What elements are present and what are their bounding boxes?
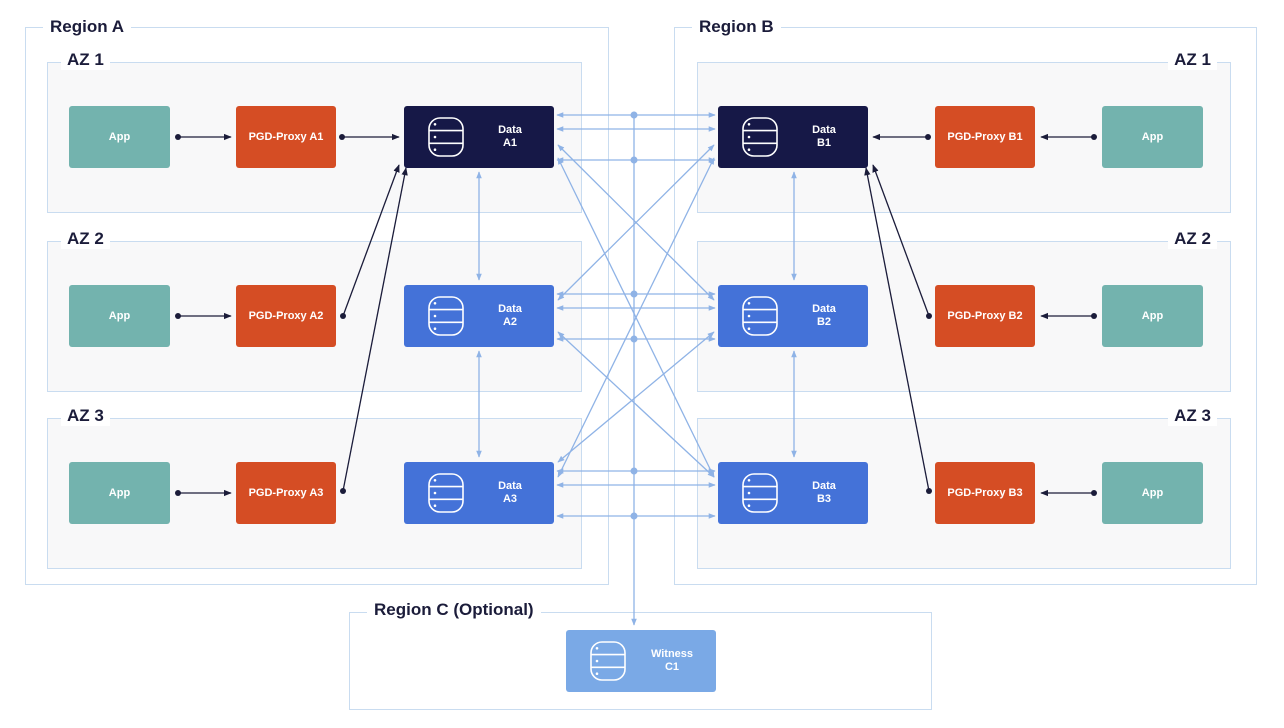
proxy-a2-box[interactable]: PGD-Proxy A2	[236, 285, 336, 347]
app-box[interactable]: App	[69, 462, 170, 524]
data-node-line2: A3	[502, 493, 518, 505]
data-node-line1: Data	[812, 303, 836, 315]
data-node-line1: Data	[812, 480, 836, 492]
proxy-a1-box[interactable]: PGD-Proxy A1	[236, 106, 336, 168]
data-node-line2: B2	[816, 316, 832, 328]
database-icon	[428, 117, 464, 157]
data-node-line2: B3	[816, 493, 832, 505]
junction-dot	[630, 335, 638, 343]
az-label: AZ 3	[1168, 406, 1217, 426]
region-a: Region A	[25, 17, 609, 585]
data-node-line2: A2	[502, 316, 518, 328]
app-box[interactable]: App	[1102, 285, 1203, 347]
witness-line1: Witness	[650, 648, 694, 660]
region-c-label: Region C (Optional)	[367, 600, 541, 620]
region-b: Region B	[674, 17, 1257, 585]
database-icon	[428, 296, 464, 336]
app-box[interactable]: App	[69, 106, 170, 168]
region-c: Region C (Optional)	[349, 600, 932, 710]
proxy-a3-box[interactable]: PGD-Proxy A3	[236, 462, 336, 524]
junction-dot	[630, 111, 638, 119]
az-label: AZ 1	[1168, 50, 1217, 70]
app-box[interactable]: App	[1102, 462, 1203, 524]
database-icon	[742, 296, 778, 336]
az-label: AZ 2	[61, 229, 110, 249]
az-label: AZ 1	[61, 50, 110, 70]
witness-line2: C1	[664, 661, 680, 673]
junction-dot	[630, 156, 638, 164]
proxy-b2-box[interactable]: PGD-Proxy B2	[935, 285, 1035, 347]
data-node-line2: B1	[816, 137, 832, 149]
database-icon	[742, 473, 778, 513]
az-label: AZ 3	[61, 406, 110, 426]
data-node-line2: A1	[502, 137, 518, 149]
proxy-b3-box[interactable]: PGD-Proxy B3	[935, 462, 1035, 524]
database-icon	[742, 117, 778, 157]
az-label: AZ 2	[1168, 229, 1217, 249]
app-box[interactable]: App	[1102, 106, 1203, 168]
app-box[interactable]: App	[69, 285, 170, 347]
data-node-line1: Data	[498, 480, 522, 492]
database-icon	[590, 641, 626, 681]
junction-dot	[630, 467, 638, 475]
region-a-label: Region A	[43, 17, 131, 37]
junction-dot	[630, 512, 638, 520]
database-icon	[428, 473, 464, 513]
data-node-line1: Data	[498, 303, 522, 315]
data-node-line1: Data	[498, 124, 522, 136]
region-b-label: Region B	[692, 17, 781, 37]
proxy-b1-box[interactable]: PGD-Proxy B1	[935, 106, 1035, 168]
data-node-line1: Data	[812, 124, 836, 136]
junction-dot	[630, 290, 638, 298]
